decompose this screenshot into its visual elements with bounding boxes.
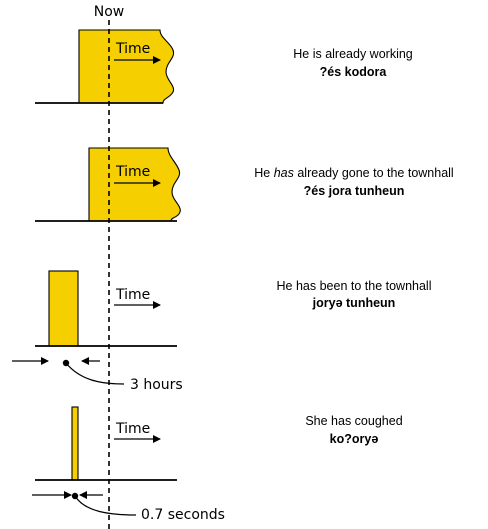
now-label: Now bbox=[94, 4, 125, 20]
duration-label: 0.7 seconds bbox=[141, 507, 225, 523]
gloss-text: She has coughed bbox=[305, 414, 402, 428]
panel-experiential-short: Time 0.7 seconds She has coughed ko?oryə bbox=[32, 406, 403, 523]
time-label: Time bbox=[115, 164, 150, 180]
ongoing-event-block bbox=[78, 29, 175, 104]
translation-text: joryə tunheun bbox=[312, 296, 396, 310]
translation-text: ?és kodora bbox=[320, 65, 388, 79]
gloss-text: He has been to the townhall bbox=[277, 279, 432, 293]
duration-leader bbox=[74, 495, 137, 516]
translation-text: ?és jora tunheun bbox=[304, 184, 405, 198]
panel-progressive: Time He is already working ?és kodora bbox=[35, 29, 413, 104]
duration-label: 3 hours bbox=[130, 377, 183, 393]
panel-perfect-ongoing: Time He has already gone to the townhall… bbox=[35, 147, 454, 222]
time-label: Time bbox=[115, 287, 150, 303]
translation-text: ko?oryə bbox=[330, 432, 379, 446]
gloss-text: He is already working bbox=[293, 47, 413, 61]
instant-event-block bbox=[71, 406, 79, 481]
gloss-text: He has already gone to the townhall bbox=[254, 166, 453, 180]
panel-experiential-long: Time 3 hours He has been to the townhall… bbox=[12, 270, 432, 393]
ongoing-event-block bbox=[88, 147, 181, 222]
completed-event-block bbox=[48, 270, 79, 347]
duration-leader bbox=[65, 362, 125, 385]
time-label: Time bbox=[115, 421, 150, 437]
time-label: Time bbox=[115, 41, 150, 57]
